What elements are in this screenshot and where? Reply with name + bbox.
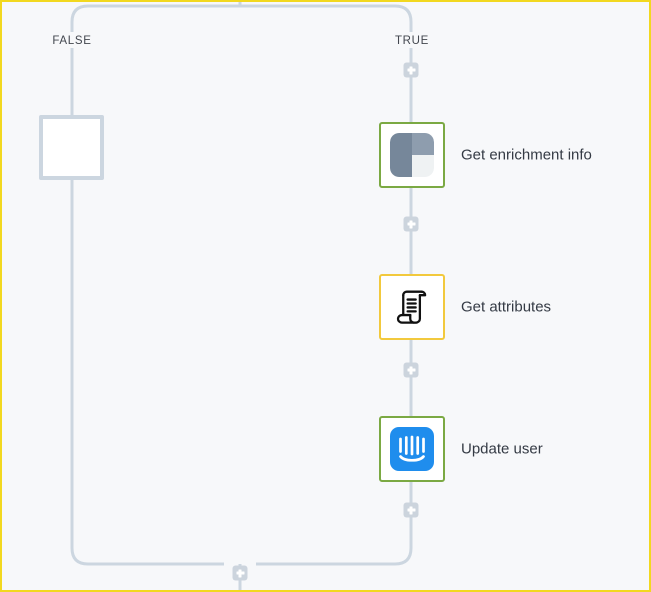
scroll-icon	[396, 290, 427, 324]
node-get-attributes[interactable]: Get attributes	[379, 274, 551, 340]
node-update-user[interactable]: Update user	[379, 416, 543, 482]
add-step-after-update-user[interactable]	[403, 502, 419, 518]
edge-split-to-true	[240, 4, 413, 32]
edge-false-to-merge	[70, 180, 224, 566]
add-step-after-get-attributes[interactable]	[403, 362, 419, 378]
node-label-get-attributes: Get attributes	[461, 298, 552, 316]
node-label-update-user: Update user	[461, 440, 543, 458]
node-placeholder-false[interactable]	[39, 115, 104, 180]
intercom-icon	[390, 427, 434, 471]
add-step-after-merge[interactable]	[232, 565, 248, 581]
edge-node3-to-merge	[256, 482, 413, 566]
branch-label-false: FALSE	[52, 35, 92, 47]
add-step-after-get-enrichment-info[interactable]	[403, 216, 419, 232]
add-step-true-top[interactable]	[403, 62, 419, 78]
branch-label-true: TRUE	[394, 35, 430, 47]
node-get-enrichment-info[interactable]: Get enrichment info	[379, 122, 592, 188]
node-label-get-enrichment-info: Get enrichment info	[461, 146, 592, 164]
panels-icon	[390, 133, 434, 177]
edge-split-to-false	[70, 4, 240, 32]
